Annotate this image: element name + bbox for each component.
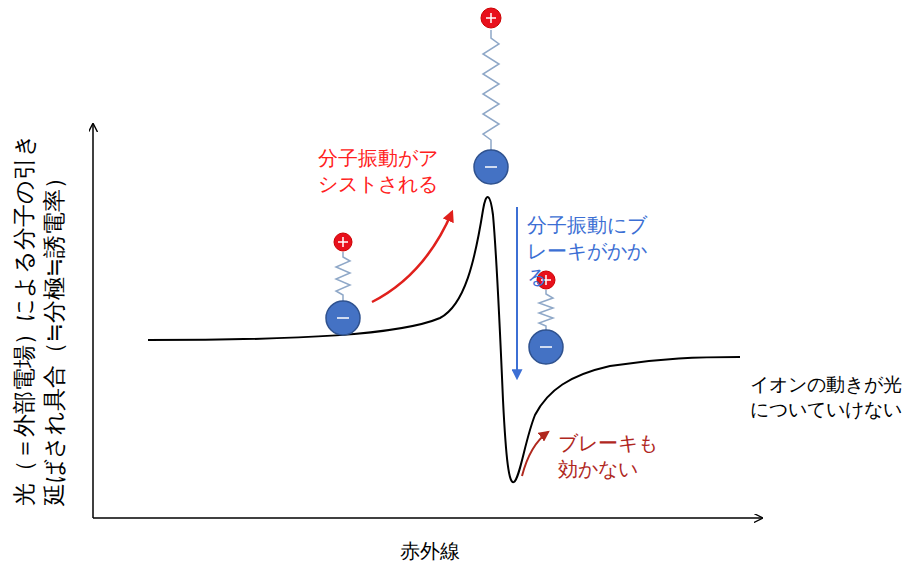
no-brake-arrow: [522, 432, 548, 476]
annotation: 分子振動がアシストされる: [318, 145, 444, 197]
assist-arrow: [372, 212, 452, 302]
dipole-molecule: [474, 8, 508, 184]
dipole-molecule: [326, 233, 360, 335]
annotation: ブレーキも効かない: [558, 430, 664, 482]
annotation: イオンの動きが光についていけない: [750, 372, 908, 421]
annotation: 分子振動にブレーキがかかる: [527, 212, 653, 290]
axis-title: 光（＝外部電場）による分子の引き 延ばされ具合（≒分極≒誘電率）: [10, 129, 70, 506]
dispersion-curve: [148, 197, 740, 482]
x-axis: [93, 517, 762, 519]
brake-arrow: [516, 207, 518, 378]
axis-title: 赤外線: [400, 538, 460, 564]
y-axis: [92, 124, 94, 518]
